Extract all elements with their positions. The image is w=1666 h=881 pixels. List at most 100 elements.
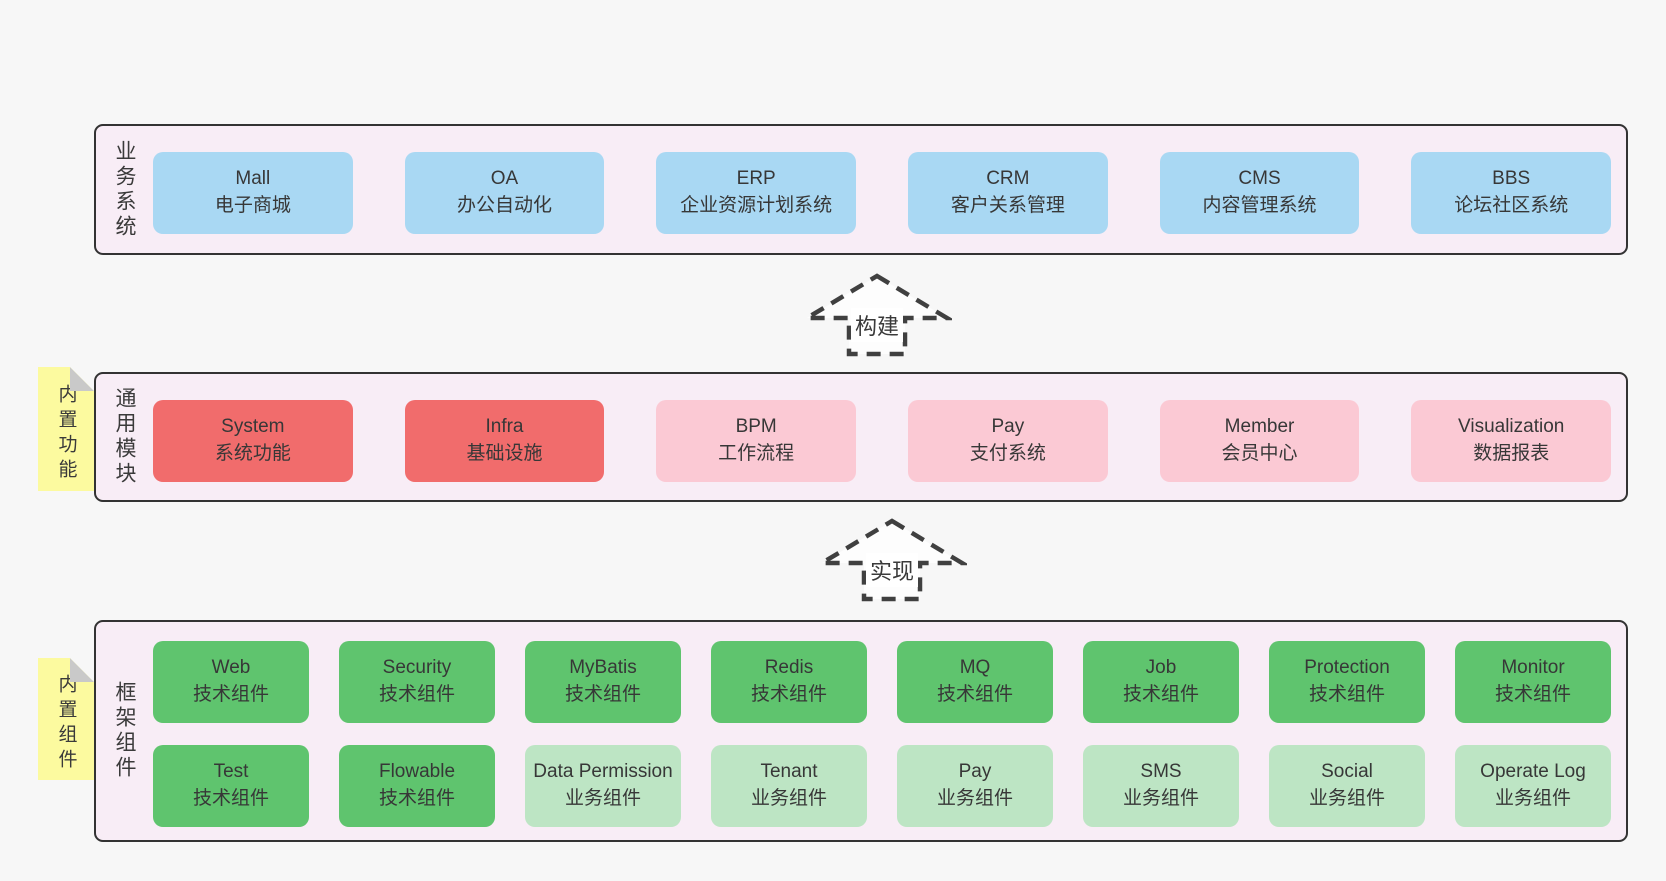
box-flowable: Flowable 技术组件	[339, 745, 495, 827]
box-title: BPM	[735, 416, 777, 438]
box-title: MQ	[959, 657, 991, 679]
box-oa: OA 办公自动化	[404, 152, 605, 234]
box-subtitle: 业务组件	[1494, 788, 1571, 809]
box-title: CRM	[986, 168, 1030, 190]
components-box-row-1: Web 技术组件 Security 技术组件 MyBatis 技术组件 Redi…	[153, 641, 1611, 723]
box-title: Monitor	[1501, 657, 1565, 679]
modules-box-row: System 系统功能 Infra 基础设施 BPM 工作流程 Pay 支付系统…	[153, 400, 1612, 482]
box-mq: MQ 技术组件	[897, 641, 1053, 723]
box-subtitle: 技术组件	[936, 684, 1013, 705]
box-title: Social	[1321, 761, 1373, 783]
box-title: Mall	[235, 168, 271, 190]
box-title: Redis	[764, 657, 814, 679]
box-job: Job 技术组件	[1083, 641, 1239, 723]
box-subtitle: 业务组件	[564, 788, 641, 809]
box-subtitle: 基础设施	[466, 443, 543, 464]
box-subtitle: 系统功能	[214, 443, 291, 464]
box-sms: SMS 业务组件	[1083, 745, 1239, 827]
box-title: OA	[490, 168, 519, 190]
layer-business-systems: 业务系统 Mall 电子商城 OA 办公自动化 ERP 企业资源计划系统 CRM…	[94, 124, 1628, 255]
box-subtitle: 论坛社区系统	[1454, 195, 1569, 216]
box-title: Tenant	[760, 761, 818, 783]
folded-corner-icon	[70, 367, 94, 391]
box-web: Web 技术组件	[153, 641, 309, 723]
sticky-builtin-features-label: 内置功能	[55, 384, 77, 484]
box-title: MyBatis	[569, 657, 637, 679]
box-subtitle: 技术组件	[1308, 684, 1385, 705]
box-bpm: BPM 工作流程	[656, 400, 857, 482]
layer-business-content: Mall 电子商城 OA 办公自动化 ERP 企业资源计划系统 CRM 客户关系…	[153, 126, 1626, 253]
box-title: BBS	[1492, 168, 1531, 190]
box-subtitle: 会员中心	[1221, 443, 1298, 464]
components-rows: Web 技术组件 Security 技术组件 MyBatis 技术组件 Redi…	[153, 641, 1611, 840]
box-member: Member 会员中心	[1159, 400, 1360, 482]
box-cms: CMS 内容管理系统	[1159, 152, 1360, 234]
box-social: Social 业务组件	[1269, 745, 1425, 827]
folded-corner-icon	[70, 658, 94, 682]
box-subtitle: 内容管理系统	[1202, 195, 1317, 216]
box-subtitle: 客户关系管理	[950, 195, 1065, 216]
box-title: System	[221, 416, 285, 438]
box-title: Data Permission	[533, 761, 673, 783]
box-redis: Redis 技术组件	[711, 641, 867, 723]
layer-components-content: Web 技术组件 Security 技术组件 MyBatis 技术组件 Redi…	[153, 622, 1626, 840]
box-subtitle: 技术组件	[1494, 684, 1571, 705]
box-subtitle: 技术组件	[192, 788, 269, 809]
box-subtitle: 技术组件	[378, 684, 455, 705]
box-subtitle: 电子商城	[214, 195, 291, 216]
layer-components-label: 框架组件	[113, 681, 136, 781]
arrow-implement: 实现	[817, 517, 967, 603]
sticky-builtin-features: 内置功能	[38, 367, 94, 491]
box-subtitle: 办公自动化	[457, 195, 553, 216]
box-subtitle: 技术组件	[1122, 684, 1199, 705]
arrow-build-label: 构建	[850, 308, 904, 342]
box-subtitle: 数据报表	[1473, 443, 1550, 464]
box-bbs: BBS 论坛社区系统	[1411, 152, 1612, 234]
box-security: Security 技术组件	[339, 641, 495, 723]
box-subtitle: 技术组件	[564, 684, 641, 705]
layer-common-modules: 通用模块 System 系统功能 Infra 基础设施 BPM 工作流程 Pay…	[94, 372, 1628, 502]
box-title: Pay	[991, 416, 1025, 438]
layer-business-label: 业务系统	[113, 139, 136, 240]
box-title: CMS	[1238, 168, 1281, 190]
box-subtitle: 技术组件	[378, 788, 455, 809]
box-monitor: Monitor 技术组件	[1455, 641, 1611, 723]
box-data-permission: Data Permission 业务组件	[525, 745, 681, 827]
box-title: Test	[213, 761, 249, 783]
box-title: Flowable	[378, 761, 456, 783]
box-title: Operate Log	[1480, 761, 1586, 783]
box-title: Protection	[1304, 657, 1390, 679]
box-subtitle: 业务组件	[750, 788, 827, 809]
box-infra: Infra 基础设施	[404, 400, 605, 482]
box-crm: CRM 客户关系管理	[908, 152, 1108, 234]
box-subtitle: 技术组件	[192, 684, 269, 705]
components-box-row-2: Test 技术组件 Flowable 技术组件 Data Permission …	[153, 745, 1611, 827]
box-mybatis: MyBatis 技术组件	[525, 641, 681, 723]
box-test: Test 技术组件	[153, 745, 309, 827]
arrow-build: 构建	[802, 272, 952, 358]
box-system: System 系统功能	[153, 400, 353, 482]
box-pay: Pay 支付系统	[908, 400, 1108, 482]
sticky-builtin-components-label: 内置组件	[55, 674, 77, 774]
box-subtitle: 业务组件	[1308, 788, 1385, 809]
box-subtitle: 业务组件	[936, 788, 1013, 809]
box-subtitle: 支付系统	[969, 443, 1046, 464]
box-protection: Protection 技术组件	[1269, 641, 1425, 723]
arrow-implement-label: 实现	[865, 553, 919, 587]
box-visualization: Visualization 数据报表	[1411, 400, 1612, 482]
box-title: Member	[1224, 416, 1295, 438]
box-subtitle: 企业资源计划系统	[680, 195, 833, 216]
sticky-builtin-components: 内置组件	[38, 658, 94, 780]
box-title: SMS	[1140, 761, 1182, 783]
layer-framework-components: 框架组件 Web 技术组件 Security 技术组件 MyBatis 技术组件	[94, 620, 1628, 842]
box-title: ERP	[736, 168, 776, 190]
box-title: Job	[1145, 657, 1177, 679]
layer-modules-content: System 系统功能 Infra 基础设施 BPM 工作流程 Pay 支付系统…	[153, 374, 1626, 500]
box-title: Web	[211, 657, 251, 679]
business-box-row: Mall 电子商城 OA 办公自动化 ERP 企业资源计划系统 CRM 客户关系…	[153, 152, 1612, 234]
box-mall: Mall 电子商城	[153, 152, 353, 234]
box-title: Security	[382, 657, 452, 679]
box-title: Pay	[958, 761, 992, 783]
box-tenant: Tenant 业务组件	[711, 745, 867, 827]
